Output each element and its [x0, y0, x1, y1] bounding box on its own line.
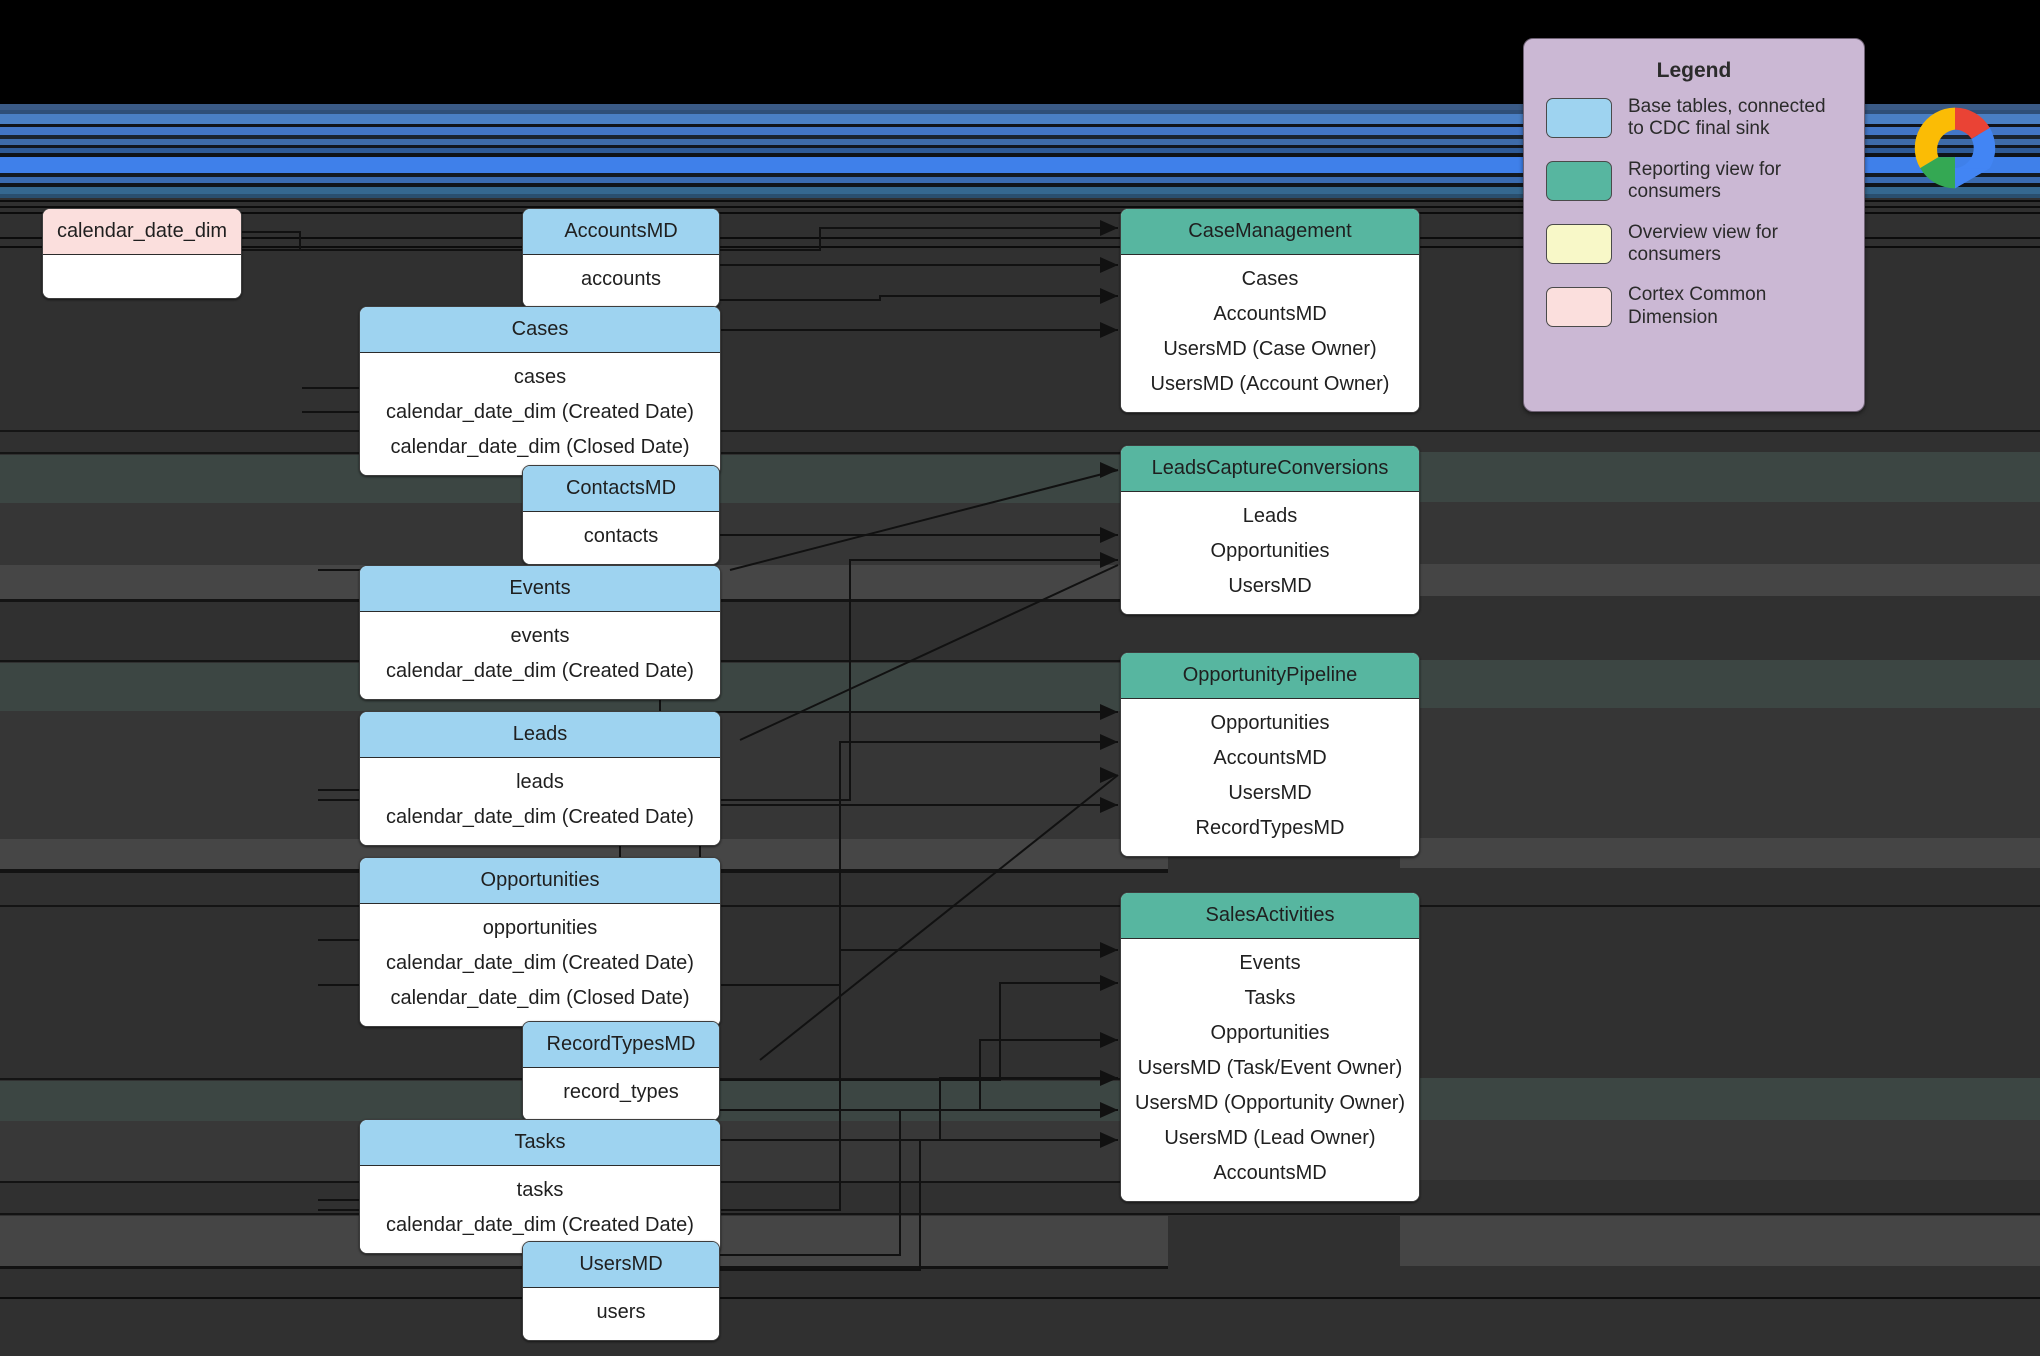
- node-title: SalesActivities: [1121, 893, 1419, 939]
- node-leadscaptureconversions[interactable]: LeadsCaptureConversions Leads Opportunit…: [1120, 445, 1420, 615]
- node-row: calendar_date_dim (Created Date): [386, 952, 694, 974]
- node-row: leads: [516, 771, 564, 793]
- node-recordtypesmd[interactable]: RecordTypesMD record_types: [522, 1021, 720, 1121]
- node-rows: cases calendar_date_dim (Created Date) c…: [360, 353, 720, 475]
- node-row: tasks: [516, 1179, 564, 1201]
- node-calendar-date-dim[interactable]: calendar_date_dim: [42, 208, 242, 299]
- legend-swatch-yellow: [1546, 224, 1612, 265]
- node-title: ContactsMD: [523, 466, 719, 512]
- node-row: cases: [513, 366, 567, 388]
- node-title: RecordTypesMD: [523, 1022, 719, 1068]
- node-rows: record_types: [523, 1068, 719, 1120]
- node-row: Opportunities: [1210, 540, 1330, 562]
- legend-item-label: Base tables, connected to CDC final sink: [1628, 96, 1826, 140]
- node-title: Tasks: [360, 1120, 720, 1166]
- node-row: Tasks: [1244, 987, 1296, 1009]
- node-title: OpportunityPipeline: [1121, 653, 1419, 699]
- legend-swatch-pink: [1546, 286, 1612, 327]
- node-row: calendar_date_dim (Closed Date): [390, 436, 690, 458]
- legend-item-label: Overview view for consumers: [1628, 221, 1778, 266]
- node-row: Cases: [1241, 268, 1299, 290]
- node-title: Opportunities: [360, 858, 720, 904]
- node-rows: Cases AccountsMD UsersMD (Case Owner) Us…: [1121, 255, 1419, 412]
- node-events[interactable]: Events events calendar_date_dim (Created…: [359, 565, 721, 700]
- node-rows: opportunities calendar_date_dim (Created…: [360, 904, 720, 1026]
- node-row: calendar_date_dim (Created Date): [386, 660, 694, 682]
- node-cases[interactable]: Cases cases calendar_date_dim (Created D…: [359, 306, 721, 476]
- node-row: UsersMD: [1228, 575, 1312, 597]
- node-row: calendar_date_dim (Created Date): [386, 806, 694, 828]
- legend-title: Legend: [1656, 59, 1732, 82]
- node-title: Leads: [360, 712, 720, 758]
- node-title: Events: [360, 566, 720, 612]
- node-row: record_types: [563, 1081, 679, 1103]
- legend-item-cortex-dimension: Cortex Common Dimension: [1524, 275, 1864, 338]
- node-row: opportunities: [482, 917, 598, 939]
- node-usersmd[interactable]: UsersMD users: [522, 1241, 720, 1341]
- node-opportunitypipeline[interactable]: OpportunityPipeline Opportunities Accoun…: [1120, 652, 1420, 857]
- node-rows: leads calendar_date_dim (Created Date): [360, 758, 720, 845]
- legend-item-label: Reporting view for consumers: [1628, 158, 1782, 203]
- node-title: calendar_date_dim: [43, 209, 241, 255]
- legend-swatch-blue: [1546, 98, 1612, 139]
- node-rows: accounts: [523, 255, 719, 307]
- node-contactsmd[interactable]: ContactsMD contacts: [522, 465, 720, 565]
- node-rows: contacts: [523, 512, 719, 564]
- node-row: calendar_date_dim (Closed Date): [390, 987, 690, 1009]
- node-tasks[interactable]: Tasks tasks calendar_date_dim (Created D…: [359, 1119, 721, 1254]
- node-opportunities[interactable]: Opportunities opportunities calendar_dat…: [359, 857, 721, 1027]
- node-rows: events calendar_date_dim (Created Date): [360, 612, 720, 699]
- node-row: Leads: [1242, 505, 1298, 527]
- node-row: contacts: [583, 525, 659, 547]
- node-row: accounts: [580, 268, 662, 290]
- node-row: Opportunities: [1210, 1022, 1330, 1044]
- node-rows: users: [523, 1288, 719, 1340]
- node-title: Cases: [360, 307, 720, 353]
- node-rows: Events Tasks Opportunities UsersMD (Task…: [1121, 939, 1419, 1201]
- node-row: users: [596, 1301, 646, 1323]
- node-row: events: [510, 625, 570, 647]
- node-row: calendar_date_dim (Created Date): [386, 401, 694, 423]
- node-row: UsersMD (Opportunity Owner): [1135, 1092, 1406, 1114]
- node-row: Events: [1239, 952, 1301, 974]
- node-row: UsersMD: [1228, 782, 1312, 804]
- legend-panel: Legend Base tables, connected to CDC fin…: [1523, 38, 1865, 412]
- node-row: Opportunities: [1210, 712, 1330, 734]
- legend-swatch-green: [1546, 161, 1612, 202]
- node-row: AccountsMD: [1213, 303, 1327, 325]
- node-title: LeadsCaptureConversions: [1121, 446, 1419, 492]
- node-row: AccountsMD: [1213, 747, 1327, 769]
- node-rows: tasks calendar_date_dim (Created Date): [360, 1166, 720, 1253]
- node-rows: [43, 255, 241, 298]
- legend-item-base-tables: Base tables, connected to CDC final sink: [1524, 87, 1864, 150]
- node-rows: Leads Opportunities UsersMD: [1121, 492, 1419, 614]
- node-row: calendar_date_dim (Created Date): [386, 1214, 694, 1236]
- node-row: UsersMD (Lead Owner): [1164, 1127, 1376, 1149]
- node-rows: Opportunities AccountsMD UsersMD RecordT…: [1121, 699, 1419, 856]
- legend-item-label: Cortex Common Dimension: [1628, 284, 1767, 328]
- node-title: CaseManagement: [1121, 209, 1419, 255]
- node-title: UsersMD: [523, 1242, 719, 1288]
- node-row: UsersMD (Task/Event Owner): [1137, 1057, 1403, 1079]
- node-casemanagement[interactable]: CaseManagement Cases AccountsMD UsersMD …: [1120, 208, 1420, 413]
- node-row: RecordTypesMD: [1195, 817, 1345, 839]
- node-row: UsersMD (Case Owner): [1163, 338, 1377, 360]
- node-row: AccountsMD: [1213, 1162, 1327, 1184]
- legend-item-reporting-view: Reporting view for consumers: [1524, 150, 1864, 213]
- google-cloud-logo: [1900, 100, 2010, 196]
- legend-item-overview-view: Overview view for consumers: [1524, 213, 1864, 276]
- node-leads[interactable]: Leads leads calendar_date_dim (Created D…: [359, 711, 721, 846]
- node-salesactivities[interactable]: SalesActivities Events Tasks Opportuniti…: [1120, 892, 1420, 1202]
- node-row: UsersMD (Account Owner): [1150, 373, 1390, 395]
- node-accountsmd[interactable]: AccountsMD accounts: [522, 208, 720, 308]
- node-title: AccountsMD: [523, 209, 719, 255]
